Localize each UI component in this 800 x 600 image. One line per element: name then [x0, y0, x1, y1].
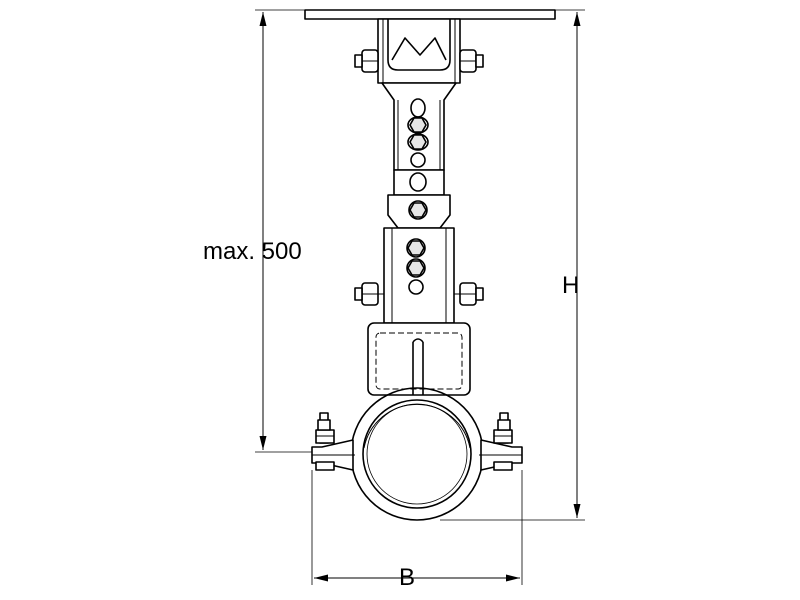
lower-slotted-rail: [354, 227, 484, 324]
upper-slotted-rail: [381, 82, 457, 171]
mounting-plate: [304, 9, 556, 20]
upper-swivel-bracket: [354, 18, 484, 84]
dimension-b: [311, 470, 523, 585]
middle-slotted-rail: [387, 169, 451, 229]
width-label: B: [399, 564, 416, 591]
height-label: H: [562, 272, 580, 299]
max-length-label: max. 500: [203, 238, 302, 265]
dimension-max-500: [255, 9, 320, 453]
right-clamp-flange: [479, 412, 523, 471]
dimension-h: [440, 9, 585, 521]
clamp-housing: [367, 322, 471, 396]
pipe-clamp-ring: [350, 387, 484, 521]
left-clamp-flange: [311, 412, 355, 471]
